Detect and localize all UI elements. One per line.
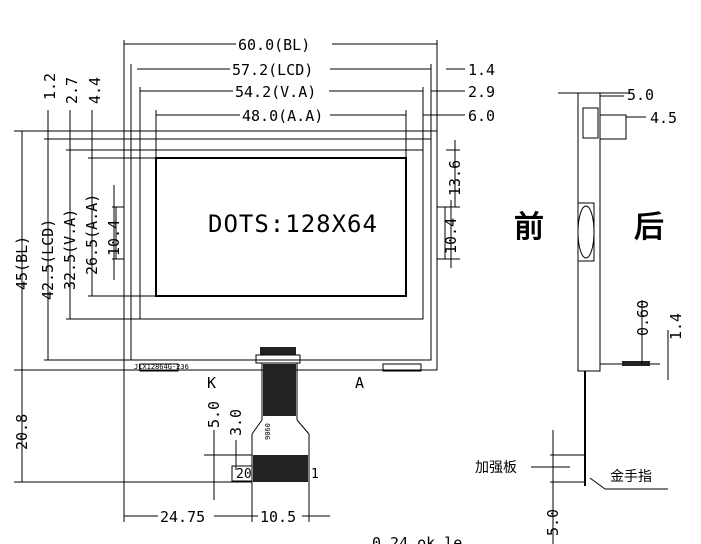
fpc-pin-20-label: 20 (236, 467, 252, 482)
lcd-outline (130, 138, 432, 361)
dim-lcd-width: 57.2(LCD) (232, 61, 313, 79)
dim-right-13-6: 13.6 (446, 160, 464, 196)
dim-aa-height: 26.5(A.A) (83, 194, 101, 275)
active-area-outline (155, 157, 407, 297)
dim-fpc-3-0: 3.0 (227, 409, 245, 436)
fpc-cable-pattern (263, 364, 296, 416)
fpc-top-connector (260, 347, 296, 355)
backlight-outline (123, 130, 438, 371)
dim-left-1-2: 1.2 (41, 73, 59, 100)
bottom-cut-text: 0.24 ok le (372, 534, 462, 544)
side-view-body (577, 92, 601, 372)
pin-a-label: A (355, 374, 364, 392)
side-view-fpc-bend (577, 202, 595, 262)
side-dim-5-0: 5.0 (627, 86, 654, 104)
dim-left-4-4: 4.4 (86, 77, 104, 104)
viewing-area-outline (139, 149, 424, 320)
screen-resolution-text: DOTS:128X64 (208, 210, 378, 238)
dim-fpc-length: 20.8 (13, 414, 31, 450)
fpc-code: 9060 (264, 423, 272, 440)
fpc-gold-fingers (253, 455, 308, 482)
dim-right-1-4: 1.4 (468, 61, 495, 79)
dim-bl-width: 60.0(BL) (238, 36, 310, 54)
dim-right-6-0: 6.0 (468, 107, 495, 125)
dim-va-height: 32.5(V.A) (61, 209, 79, 290)
dim-tab-height-left: 10.4 (105, 220, 123, 256)
dim-va-width: 54.2(V.A) (235, 83, 316, 101)
dim-fpc-offset: 24.75 (160, 508, 205, 526)
dim-fpc-5-0: 5.0 (205, 401, 223, 428)
side-dim-1-4: 1.4 (667, 313, 685, 340)
back-label: 后 (634, 210, 664, 245)
dim-lcd-height: 42.5(LCD) (39, 219, 57, 300)
gold-finger-label: 金手指 (610, 469, 652, 485)
right-tab (436, 206, 446, 260)
dim-bl-height: 45(BL) (13, 236, 31, 290)
pin-k-label: K (207, 374, 216, 392)
dim-aa-width: 48.0(A.A) (242, 107, 323, 125)
dim-right-2-9: 2.9 (468, 83, 495, 101)
part-number-text: JLX12864G-236 (134, 363, 189, 371)
bottom-foot-right (382, 363, 422, 372)
side-dim-5-0-bottom: 5.0 (544, 509, 562, 536)
stiffener-label: 加强板 (475, 460, 517, 476)
dim-right-10-4: 10.4 (442, 218, 460, 254)
dim-fpc-width: 10.5 (260, 508, 296, 526)
side-dim-0-60: 0.60 (634, 300, 652, 336)
side-dim-4-5: 4.5 (650, 109, 677, 127)
left-tab (115, 206, 125, 260)
front-label: 前 (514, 210, 544, 245)
bottom-foot-left (139, 363, 179, 372)
fpc-pin-1-label: 1 (311, 467, 319, 482)
dim-left-2-7: 2.7 (63, 77, 81, 104)
